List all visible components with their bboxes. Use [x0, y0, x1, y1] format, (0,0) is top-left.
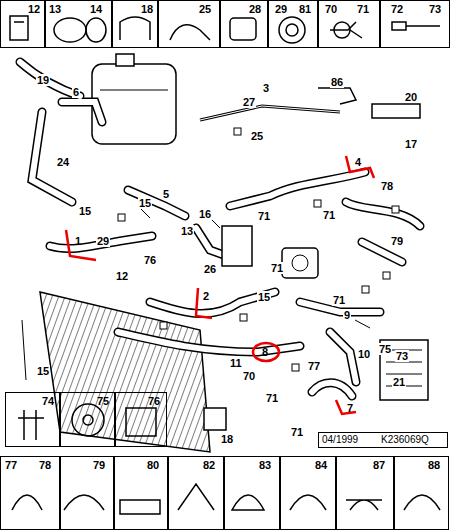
- callout-number: 71: [357, 3, 369, 15]
- callout-number: 71: [257, 210, 271, 222]
- part-icon-cell: 83: [224, 456, 280, 530]
- part-icon-cell: 87: [336, 456, 394, 530]
- part-icon-cell: 18: [112, 0, 158, 48]
- callout-number: 1: [74, 235, 82, 247]
- callout-number: 73: [429, 3, 441, 15]
- part-icon-cell: 79: [60, 456, 114, 530]
- callout-number: 15: [138, 197, 152, 209]
- oil-cooler: [204, 408, 226, 430]
- part-icon-cell: 76: [115, 392, 167, 447]
- callout-number: 78: [380, 180, 394, 192]
- callout-number: 20: [404, 91, 418, 103]
- part-icon-cell: 70 71: [318, 0, 380, 48]
- callout-number: 24: [56, 156, 70, 168]
- callout-number: 82: [203, 459, 215, 471]
- callout-number: 18: [220, 433, 234, 445]
- callout-number: 83: [259, 459, 271, 471]
- part-icon-cell: 74: [5, 392, 60, 447]
- callout-number: 7: [346, 402, 354, 414]
- callout-number: 78: [39, 459, 51, 471]
- callout-number: 12: [115, 270, 129, 282]
- callout-number: 79: [93, 459, 105, 471]
- callout-number: 19: [36, 74, 50, 86]
- callout-number: 71: [322, 209, 336, 221]
- callout-number: 74: [42, 395, 54, 407]
- callout-number: 72: [391, 3, 403, 15]
- part-icon-cell: 72 73: [380, 0, 450, 48]
- callout-number: 5: [162, 188, 170, 200]
- callout-number: 12: [28, 3, 40, 15]
- callout-number: 75: [378, 343, 392, 355]
- part-icon-cell: 88: [394, 456, 449, 530]
- callout-number: 88: [428, 459, 440, 471]
- callout-number: 76: [143, 254, 157, 266]
- part-icon-cell: 29 81: [268, 0, 318, 48]
- callout-number: 29: [275, 3, 287, 15]
- callout-number: 9: [343, 309, 351, 321]
- callout-number: 26: [203, 263, 217, 275]
- part-icon-cell: 82: [168, 456, 224, 530]
- callout-number: 71: [290, 426, 304, 438]
- callout-number: 25: [199, 3, 211, 15]
- callout-number: 27: [242, 96, 256, 108]
- callout-number: 14: [90, 3, 102, 15]
- callout-number: 70: [242, 370, 256, 382]
- callout-number: 15: [36, 365, 50, 377]
- part-icon-cell: 77 78: [0, 456, 60, 530]
- valve-body: [282, 248, 318, 278]
- callout-number: 2: [202, 290, 210, 302]
- callout-number: 3: [262, 82, 270, 94]
- callout-number: 11: [229, 357, 243, 369]
- callout-number: 28: [249, 3, 261, 15]
- callout-number: 79: [390, 235, 404, 247]
- callout-number: 76: [148, 395, 160, 407]
- callout-number: 73: [395, 350, 409, 362]
- callout-number: 77: [5, 459, 17, 471]
- callout-number: 17: [404, 138, 418, 150]
- callout-number: 29: [96, 235, 110, 247]
- callout-number: 6: [72, 86, 80, 98]
- callout-number: 21: [392, 376, 406, 388]
- callout-number: 4: [354, 156, 362, 168]
- callout-number: 15: [257, 291, 271, 303]
- callout-number: 84: [315, 459, 327, 471]
- callout-number: 13: [180, 225, 194, 237]
- callout-number: 10: [357, 348, 371, 360]
- part-icon-cell: 80: [114, 456, 168, 530]
- part-icon-cell: 12: [0, 0, 45, 48]
- part-icon-cell: 13 14: [45, 0, 112, 48]
- callout-number: 8: [261, 346, 269, 358]
- thermostat-housing: [222, 226, 252, 266]
- part-icon-cell: 25: [158, 0, 220, 48]
- callout-number: 75: [97, 395, 109, 407]
- red-annotation: [66, 156, 374, 414]
- callout-number: 70: [325, 3, 337, 15]
- callout-number: 15: [78, 205, 92, 217]
- callout-number: 77: [307, 360, 321, 372]
- reference-text: 04/1999: [322, 434, 358, 446]
- drawing-reference-box: 04/1999 K236069Q: [318, 432, 448, 448]
- callout-number: 80: [147, 459, 159, 471]
- callout-number: 87: [373, 459, 385, 471]
- callout-number: 16: [198, 208, 212, 220]
- callout-number: 71: [265, 392, 279, 404]
- part-icon-cell: 28: [220, 0, 268, 48]
- callout-number: 25: [250, 130, 264, 142]
- reference-text: K236069Q: [381, 434, 429, 446]
- callout-number: 18: [141, 3, 153, 15]
- callout-number: 13: [49, 3, 61, 15]
- callout-number: 71: [270, 262, 284, 274]
- connector-strip: [372, 104, 420, 118]
- callout-number: 86: [330, 76, 344, 88]
- part-icons: [10, 16, 440, 514]
- callout-number: 71: [332, 294, 346, 306]
- expansion-tank: [92, 64, 176, 144]
- callout-number: 81: [299, 3, 311, 15]
- part-icon-cell: 75: [60, 392, 115, 447]
- part-icon-cell: 84: [280, 456, 336, 530]
